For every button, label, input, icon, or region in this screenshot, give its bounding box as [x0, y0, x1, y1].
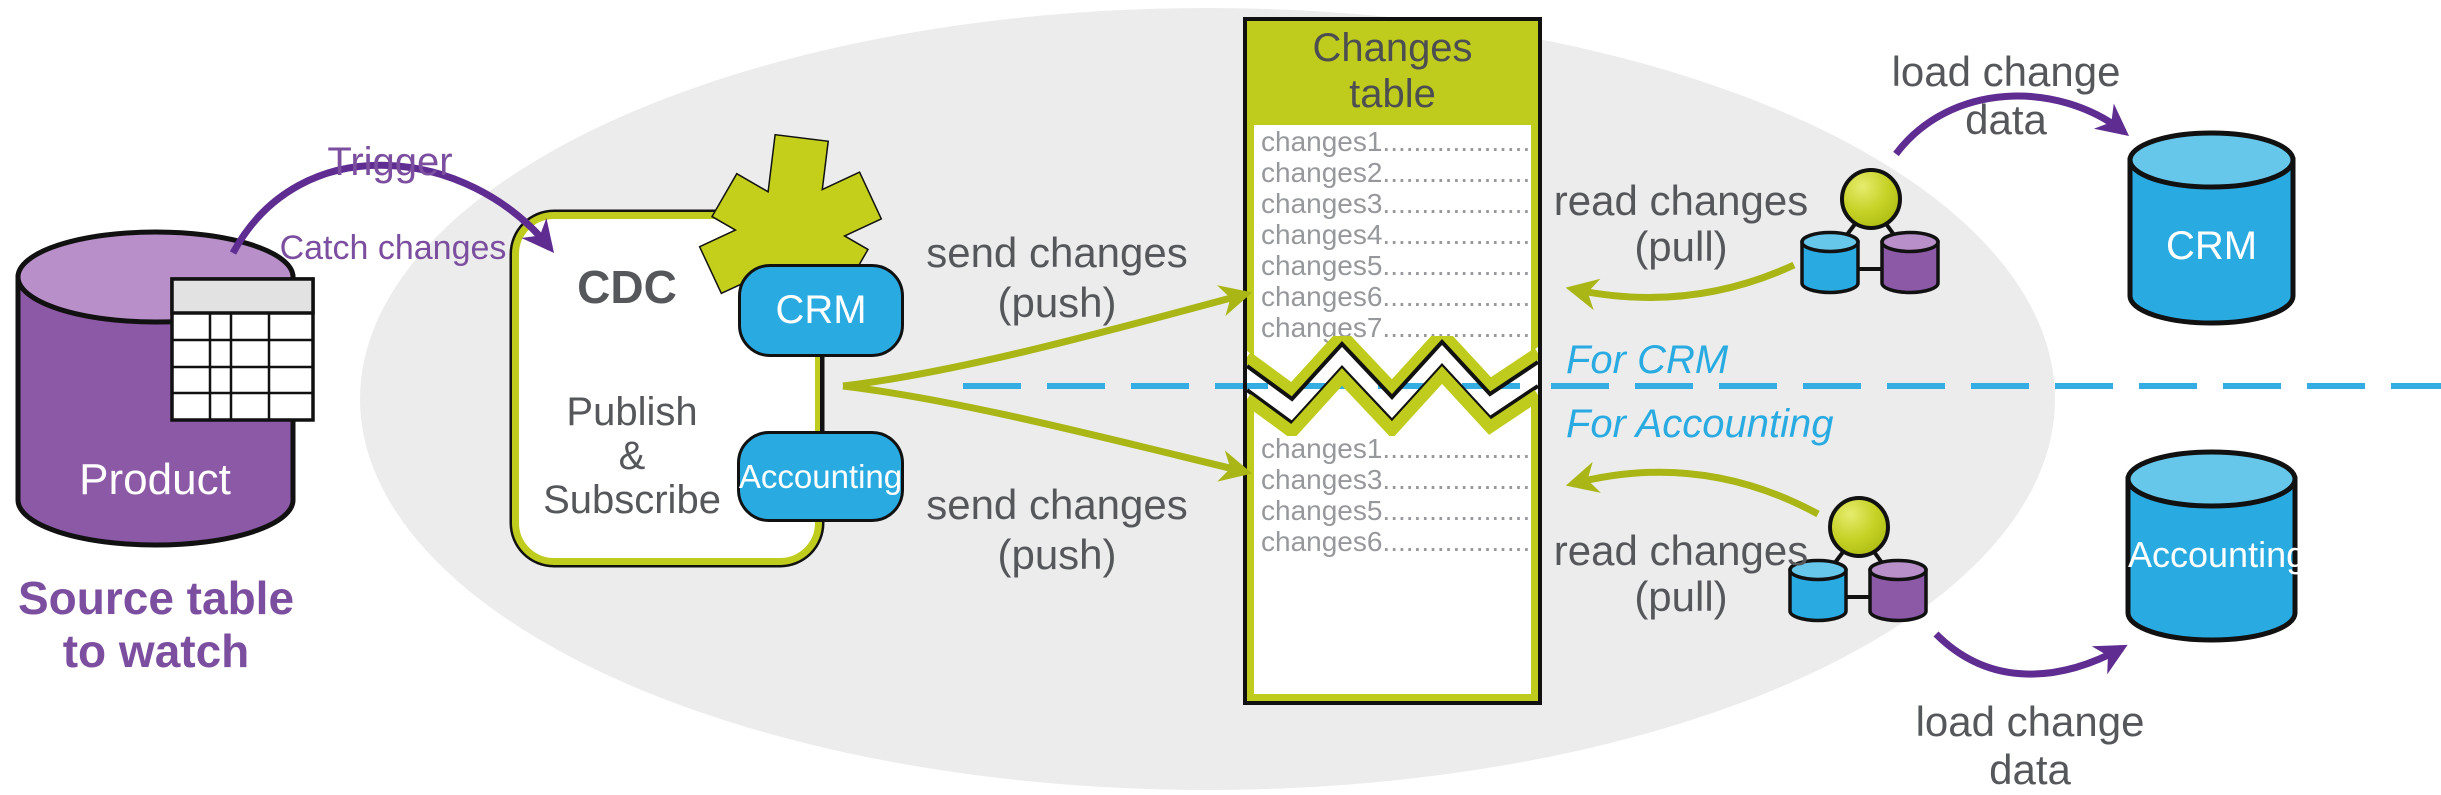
source-db-label: Product [79, 455, 231, 504]
read-changes-accounting-label: read changes (pull) [1553, 527, 1809, 620]
cdc-badge-accounting: Accounting [737, 431, 904, 522]
table-tear-zigzag [1247, 336, 1538, 436]
change-row: changes2................... [1261, 157, 1531, 188]
change-row: changes4................... [1261, 219, 1531, 250]
cdc-badge-crm: CRM [738, 264, 904, 357]
read-changes-crm-label: read changes (pull) [1553, 177, 1809, 270]
send-changes-crm-label: send changes (push) [926, 229, 1188, 326]
change-row: changes1................... [1261, 126, 1531, 157]
load-change-data-accounting-label: load change data [1915, 698, 2145, 793]
crm-db-label: CRM [2165, 224, 2258, 268]
send-changes-accounting-label: send changes (push) [926, 481, 1188, 578]
change-row: changes3................... [1261, 188, 1531, 219]
change-row: changes5................... [1261, 495, 1531, 526]
change-row: changes7................... [1261, 312, 1531, 343]
source-caption: Source table to watch [17, 572, 295, 677]
change-row: changes5................... [1261, 250, 1531, 281]
lane-label-accounting: For Accounting [1566, 402, 1834, 446]
changes-list-for-accounting: changes1................... changes3....… [1261, 433, 1531, 557]
tear-edges [1247, 336, 1538, 436]
changes-list-for-crm: changes1................... changes2....… [1261, 126, 1531, 343]
accounting-db-label: Accounting [2128, 534, 2307, 575]
changes-table-title: Changes table [1247, 21, 1538, 118]
change-row: changes1................... [1261, 433, 1531, 464]
change-row: changes6................... [1261, 281, 1531, 312]
trigger-label: Trigger [327, 140, 453, 184]
change-row: changes3................... [1261, 464, 1531, 495]
cdc-subtitle: Publish & Subscribe [543, 390, 721, 522]
lane-label-crm: For CRM [1566, 338, 1729, 382]
cdc-badge-crm-label: CRM [775, 288, 867, 332]
load-change-data-crm-label: load change data [1891, 48, 2121, 143]
change-row: changes6................... [1261, 526, 1531, 557]
cdc-title: CDC [577, 261, 677, 313]
cdc-badge-accounting-label: Accounting [738, 457, 903, 495]
catch-changes-label: Catch changes [279, 229, 507, 267]
